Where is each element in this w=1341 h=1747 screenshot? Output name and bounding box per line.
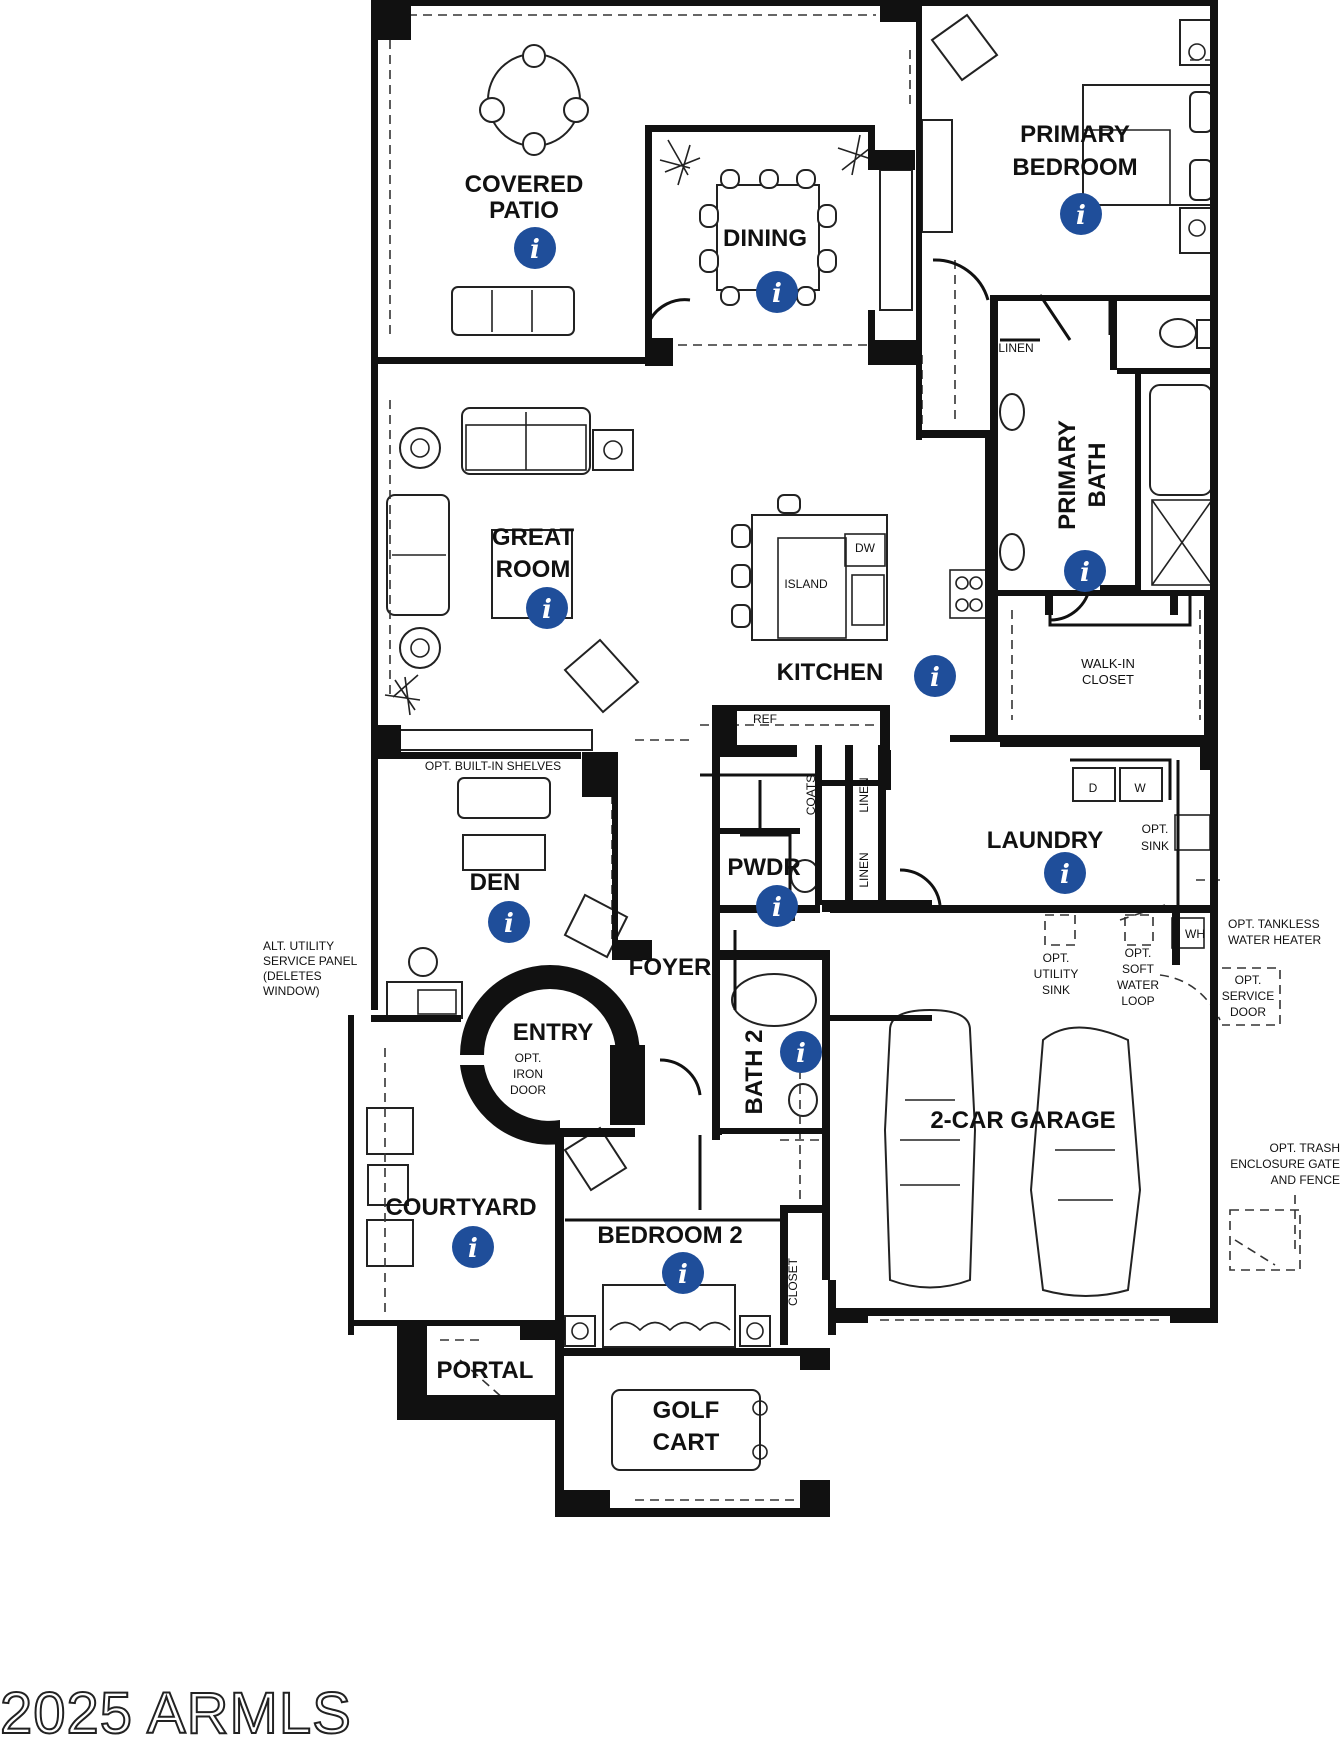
room-garage: 2-CAR GARAGE	[930, 1107, 1115, 1134]
label-alt-utility-line3: (DELETES	[263, 969, 322, 983]
svg-text:i: i	[796, 1039, 806, 1069]
thin-lines	[565, 258, 1192, 1222]
info-icon-bedroom2[interactable]: i	[662, 1252, 704, 1294]
label-tankless-line2: WATER HEATER	[1228, 933, 1321, 947]
info-icon-covered-patio[interactable]: i	[514, 227, 556, 269]
label-alt-utility-line1: ALT. UTILITY	[263, 939, 334, 953]
info-icon-den[interactable]: i	[488, 901, 530, 943]
info-icon-bath2[interactable]: i	[780, 1031, 822, 1073]
label-opt-utility-sink-line1: OPT.	[1043, 951, 1070, 965]
label-soft-water-line3: WATER	[1117, 978, 1159, 992]
label-opt-utility-sink-line2: UTILITY	[1034, 967, 1079, 981]
info-icon-primary-bath[interactable]: i	[1064, 550, 1106, 592]
label-linen-hall2: LINEN	[857, 852, 871, 887]
room-primary-bedroom-line2: BEDROOM	[1012, 154, 1137, 181]
info-icon-primary-bedroom[interactable]: i	[1060, 193, 1102, 235]
label-iron-door-line2: IRON	[513, 1067, 543, 1081]
label-soft-water-line1: OPT.	[1125, 946, 1152, 960]
label-opt-sink-line2: SINK	[1141, 839, 1169, 853]
svg-text:i: i	[1060, 860, 1070, 890]
room-dining: DINING	[723, 225, 807, 252]
room-great-room-line2: ROOM	[496, 556, 571, 583]
room-labels: COVERED PATIO DINING PRIMARY BEDROOM GRE…	[385, 121, 1137, 1456]
svg-text:i: i	[468, 1234, 478, 1264]
label-ref: REF	[753, 712, 777, 726]
room-courtyard: COURTYARD	[385, 1194, 536, 1221]
label-wh: WH	[1185, 927, 1205, 941]
room-bedroom2: BEDROOM 2	[597, 1222, 742, 1249]
room-kitchen: KITCHEN	[777, 659, 884, 686]
room-golf-cart-line2: CART	[653, 1429, 720, 1456]
label-iron-door-line3: DOOR	[510, 1083, 546, 1097]
label-trash-line2: ENCLOSURE GATE	[1230, 1157, 1340, 1171]
svg-text:i: i	[542, 595, 552, 625]
label-iron-door-line1: OPT.	[515, 1051, 542, 1065]
room-covered-patio-line1: COVERED	[465, 171, 584, 198]
info-icon-pwdr[interactable]: i	[756, 885, 798, 927]
room-primary-bath-line2: BATH	[1084, 443, 1111, 508]
info-icon-great-room[interactable]: i	[526, 587, 568, 629]
label-trash-line1: OPT. TRASH	[1270, 1141, 1340, 1155]
label-opt-utility-sink-line3: SINK	[1042, 983, 1070, 997]
info-icon-courtyard[interactable]: i	[452, 1226, 494, 1268]
info-icon-dining[interactable]: i	[756, 271, 798, 313]
svg-text:i: i	[772, 893, 782, 923]
label-walk-in-closet-line2: CLOSET	[1082, 672, 1134, 687]
room-laundry: LAUNDRY	[987, 827, 1103, 854]
label-closet: CLOSET	[786, 1257, 800, 1306]
label-linen-hall1: LINEN	[857, 777, 871, 812]
svg-text:i: i	[1076, 201, 1086, 231]
room-entry: ENTRY	[513, 1019, 593, 1046]
walls	[348, 0, 1218, 1517]
label-opt-shelves: OPT. BUILT-IN SHELVES	[425, 759, 561, 773]
label-walk-in-closet-line1: WALK-IN	[1081, 656, 1135, 671]
room-great-room-line1: GREAT	[492, 524, 575, 551]
room-foyer: FOYER	[629, 954, 712, 981]
svg-text:i: i	[678, 1260, 688, 1290]
info-icons[interactable]: i i i i i i i i i i i i	[452, 193, 1106, 1294]
info-icon-kitchen[interactable]: i	[914, 655, 956, 697]
label-linen-bath: LINEN	[998, 341, 1033, 355]
info-icon-laundry[interactable]: i	[1044, 852, 1086, 894]
room-primary-bath-line1: PRIMARY	[1054, 420, 1081, 530]
label-dryer: D	[1089, 781, 1098, 795]
label-service-door-line3: DOOR	[1230, 1005, 1266, 1019]
room-bath2: BATH 2	[741, 1030, 768, 1115]
label-alt-utility-line2: SERVICE PANEL	[263, 954, 358, 968]
room-covered-patio-line2: PATIO	[489, 197, 559, 224]
label-coats: COATS	[804, 775, 818, 815]
room-pwdr: PWDR	[727, 854, 800, 881]
watermark: 2025 ARMLS	[0, 1681, 352, 1746]
label-alt-utility-line4: WINDOW)	[263, 984, 320, 998]
room-primary-bedroom-line1: PRIMARY	[1020, 121, 1130, 148]
label-trash-line3: AND FENCE	[1271, 1173, 1340, 1187]
svg-text:i: i	[772, 279, 782, 309]
label-opt-sink-line1: OPT.	[1142, 822, 1169, 836]
svg-text:i: i	[530, 235, 540, 265]
svg-text:i: i	[1080, 558, 1090, 588]
annotation-labels: LINEN ISLAND DW REF COATS LINEN LINEN WA…	[263, 341, 1340, 1306]
label-service-door-line1: OPT.	[1235, 973, 1262, 987]
svg-text:i: i	[930, 663, 940, 693]
label-soft-water-line2: SOFT	[1122, 962, 1155, 976]
label-service-door-line2: SERVICE	[1222, 989, 1274, 1003]
label-dw: DW	[855, 541, 876, 555]
room-portal: PORTAL	[437, 1357, 534, 1384]
label-washer: W	[1134, 781, 1146, 795]
svg-text:i: i	[504, 909, 514, 939]
label-tankless-line1: OPT. TANKLESS	[1228, 917, 1320, 931]
label-soft-water-line4: LOOP	[1121, 994, 1154, 1008]
room-den: DEN	[470, 869, 521, 896]
room-golf-cart-line1: GOLF	[653, 1397, 720, 1424]
label-island: ISLAND	[784, 577, 828, 591]
